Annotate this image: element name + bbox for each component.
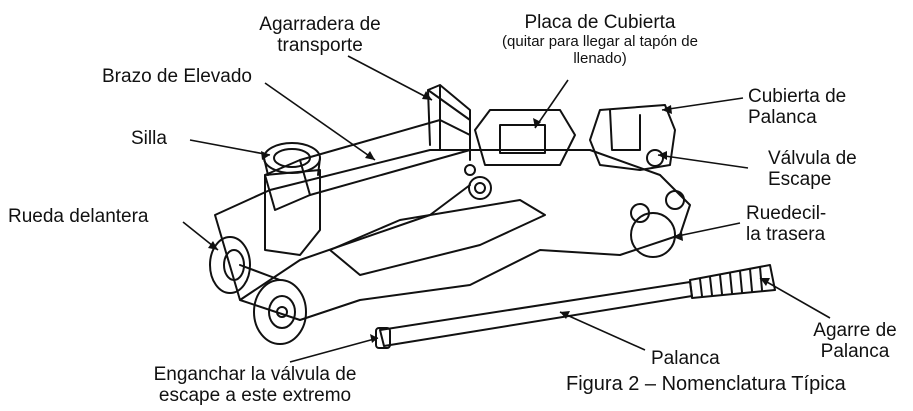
pump-assembly xyxy=(589,104,676,171)
front-wheel-right xyxy=(253,279,307,345)
figure-caption: Figura 2 – Nomenclatura Típica xyxy=(566,373,846,395)
leader-handle-cover xyxy=(661,97,744,111)
leader-release-valve xyxy=(657,154,749,169)
front-wheel-left xyxy=(209,236,251,294)
label-rear-caster: Ruedecil- la trasera xyxy=(746,203,827,245)
label-front-wheel: Rueda delantera xyxy=(8,206,149,227)
label-lift-arm: Brazo de Elevado xyxy=(102,66,252,87)
label-handle: Palanca xyxy=(651,348,720,369)
frame-slot xyxy=(329,199,546,276)
leader-handle xyxy=(559,311,646,351)
saddle-body xyxy=(264,169,321,256)
label-engage-valve: Enganchar la válvula de escape a este ex… xyxy=(153,364,357,406)
leader-handle-carry xyxy=(347,55,433,101)
label-saddle: Silla xyxy=(131,128,167,149)
carry-handle xyxy=(427,84,471,161)
leader-placa xyxy=(534,79,569,129)
label-handle-carry: Agarradera de transporte xyxy=(259,14,381,56)
jack-frame xyxy=(214,149,691,321)
label-handle-cover: Cubierta de Palanca xyxy=(748,86,847,128)
frame-side xyxy=(239,184,471,301)
leader-handle-grip xyxy=(759,277,831,319)
leader-saddle xyxy=(189,139,271,156)
saddle-top xyxy=(263,142,321,174)
leader-rear-caster xyxy=(672,222,741,238)
cover-plate-title: Placa de Cubierta xyxy=(524,12,676,33)
cover-plate xyxy=(474,109,576,166)
label-release-valve: Válvula de Escape xyxy=(768,148,857,190)
label-cover-plate: Placa de Cubierta (quitar para llegar al… xyxy=(455,12,745,67)
rear-caster xyxy=(630,212,676,258)
leader-engage xyxy=(289,337,379,363)
handle-grip xyxy=(689,264,776,299)
leader-lift-arm xyxy=(264,82,376,161)
label-handle-grip: Agarre de Palanca xyxy=(813,320,897,362)
